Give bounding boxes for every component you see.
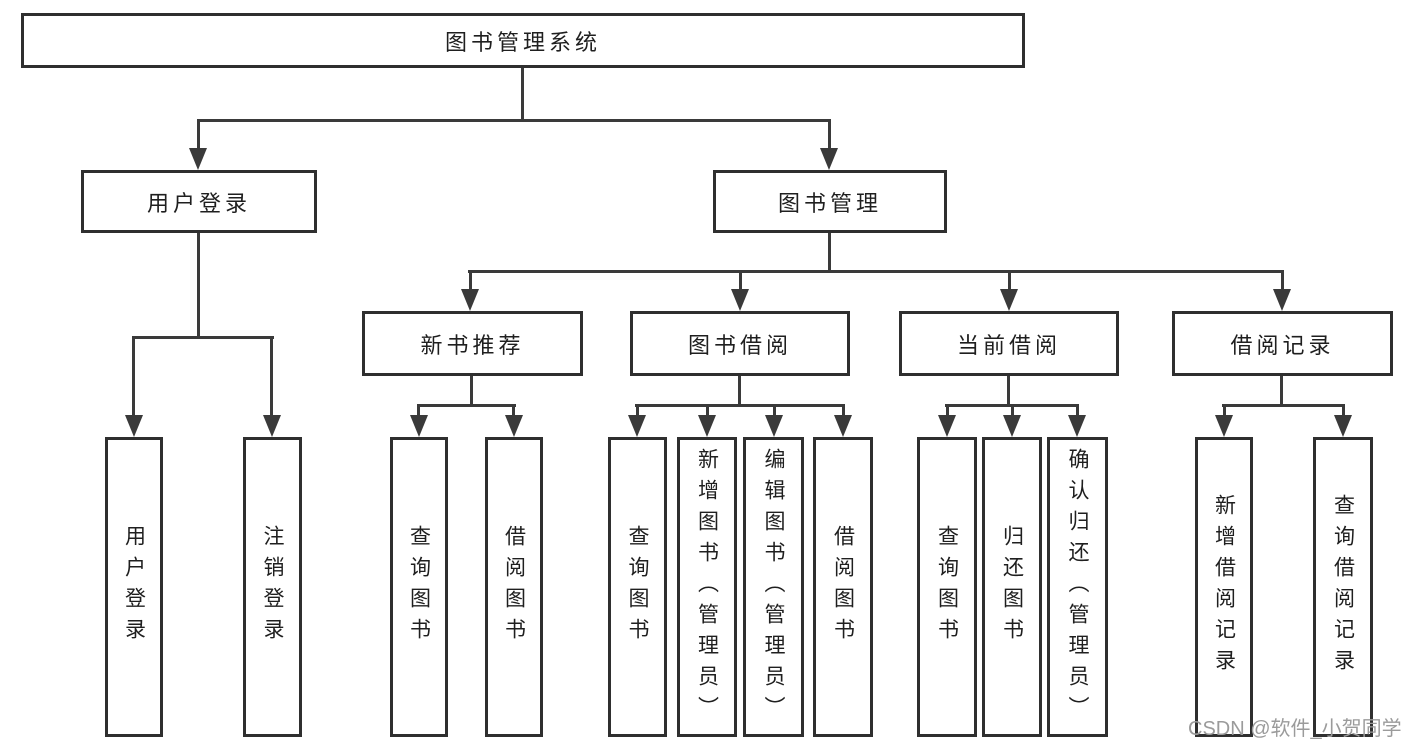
leaf-query-books-borrowing: 查询图书 (608, 437, 667, 737)
leaf-logout: 注销登录 (243, 437, 302, 737)
connector-leaf-drop (636, 404, 639, 417)
arrowhead-leaf (834, 415, 852, 437)
connector-leaf-drop (270, 336, 273, 416)
csdn-watermark: CSDN @软件_小贺同学 (1188, 718, 1402, 740)
node-label: 新书推荐 (420, 332, 525, 358)
connector-leaf-drop (706, 404, 709, 417)
leaf-label: 查询图书 (935, 525, 959, 649)
connector-user-login-rail (132, 336, 274, 339)
connector-leaf-drop (773, 404, 776, 417)
connector-book-mgmt-trunk (828, 233, 831, 273)
leaf-label: 用户登录 (122, 525, 146, 649)
connector-group-trunk (1007, 376, 1010, 407)
leaf-add-borrow-record: 新增借阅记录 (1195, 437, 1253, 737)
node-new-book-recommendation: 新书推荐 (362, 311, 583, 376)
arrowhead-leaf (410, 415, 428, 437)
connector-leaf-drop (946, 404, 949, 417)
connector-group-drop (1008, 270, 1011, 291)
leaf-label: 查询借阅记录 (1331, 494, 1355, 680)
leaf-label: 借阅图书 (831, 525, 855, 649)
node-label: 借阅记录 (1230, 332, 1335, 358)
connector-group-trunk (738, 376, 741, 407)
leaf-label: 确认归还（管理员） (1066, 447, 1089, 727)
connector-leaf-drop (417, 404, 420, 417)
node-label: 用户登录 (146, 190, 251, 216)
arrowhead-leaf (1003, 415, 1021, 437)
arrowhead-leaf (1334, 415, 1352, 437)
arrowhead-leaf (1068, 415, 1086, 437)
connector-leaf-drop (512, 404, 515, 417)
connector-group-trunk (1280, 376, 1283, 407)
arrowhead-leaf (125, 415, 143, 437)
leaf-label: 查询图书 (626, 525, 649, 649)
connector-leaf-rail (1222, 404, 1345, 407)
leaf-borrow-books: 借阅图书 (813, 437, 873, 737)
arrowhead-group (1000, 289, 1018, 311)
arrowhead-group (1273, 289, 1291, 311)
node-label: 图书借阅 (687, 332, 792, 358)
node-label: 图书管理 (777, 190, 882, 216)
node-user-login: 用户登录 (81, 170, 317, 233)
leaf-label: 归还图书 (1000, 525, 1024, 649)
node-library-management-system: 图书管理系统 (21, 13, 1025, 68)
connector-level3-rail (468, 270, 1284, 273)
connector-leaf-drop (1076, 404, 1079, 417)
node-book-borrowing: 图书借阅 (630, 311, 850, 376)
connector-root-drop (521, 68, 524, 119)
leaf-confirm-return-admin: 确认归还（管理员） (1047, 437, 1108, 737)
leaf-label: 查询图书 (407, 525, 431, 649)
arrowhead-leaf (1215, 415, 1233, 437)
arrowhead-group (461, 289, 479, 311)
connector-leaf-drop (842, 404, 845, 417)
leaf-return-books: 归还图书 (982, 437, 1042, 737)
connector-leaf-drop (132, 336, 135, 416)
connector-leaf-rail (635, 404, 845, 407)
leaf-label: 借阅图书 (502, 525, 526, 649)
node-current-borrowing: 当前借阅 (899, 311, 1119, 376)
connector-leaf-drop (1342, 404, 1345, 417)
leaf-edit-books-admin: 编辑图书（管理员） (743, 437, 804, 737)
connector-group-trunk (470, 376, 473, 407)
connector-group-drop (1281, 270, 1284, 291)
leaf-label: 注销登录 (261, 525, 284, 649)
arrowhead-leaf (938, 415, 956, 437)
connector-group-drop (469, 270, 472, 291)
leaf-borrow-books-recommend: 借阅图书 (485, 437, 543, 737)
arrowhead-user-login (189, 148, 207, 170)
arrowhead-leaf (263, 415, 281, 437)
connector-leaf-rail (417, 404, 516, 407)
arrowhead-leaf (505, 415, 523, 437)
leaf-add-books-admin: 新增图书（管理员） (677, 437, 737, 737)
connector-leaf-drop (1223, 404, 1226, 417)
arrowhead-leaf (765, 415, 783, 437)
node-label: 图书管理系统 (444, 29, 601, 55)
node-book-management: 图书管理 (713, 170, 947, 233)
leaf-label: 编辑图书（管理员） (762, 447, 785, 727)
leaf-query-books-recommend: 查询图书 (390, 437, 448, 737)
leaf-label: 新增借阅记录 (1212, 494, 1236, 680)
arrowhead-book-mgmt (820, 148, 838, 170)
arrowhead-leaf (628, 415, 646, 437)
node-label: 当前借阅 (956, 332, 1061, 358)
leaf-query-borrow-record: 查询借阅记录 (1313, 437, 1373, 737)
connector-leaf-drop (1011, 404, 1014, 417)
leaf-user-login: 用户登录 (105, 437, 163, 737)
connector-book-mgmt-drop (828, 119, 831, 149)
connector-user-login-drop (197, 119, 200, 149)
node-borrowing-records: 借阅记录 (1172, 311, 1393, 376)
leaf-query-books-current: 查询图书 (917, 437, 977, 737)
connector-user-login-trunk (197, 233, 200, 339)
leaf-label: 新增图书（管理员） (695, 447, 719, 727)
connector-level2-rail (197, 119, 831, 122)
arrowhead-group (731, 289, 749, 311)
connector-group-drop (739, 270, 742, 291)
arrowhead-leaf (698, 415, 716, 437)
